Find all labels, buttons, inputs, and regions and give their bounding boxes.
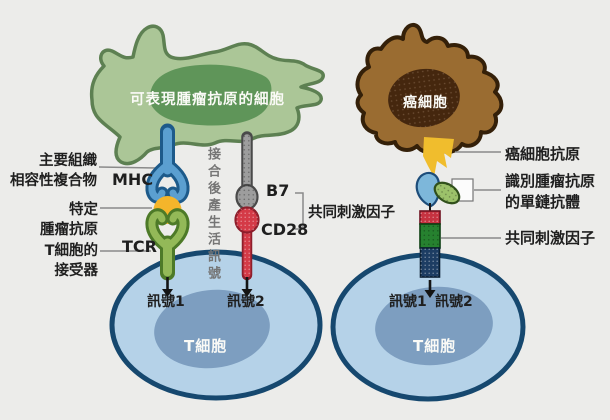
scfv-label-line1: 識別腫瘤抗原 xyxy=(505,172,596,190)
cancer-antigen-label: 癌細胞抗原 xyxy=(505,145,581,163)
cancer-cell-shape xyxy=(355,22,504,177)
car-construct-shape xyxy=(419,210,441,278)
scfv-antibody-shape xyxy=(415,171,461,212)
tumor-antigen-line1: 特定 xyxy=(69,202,98,218)
cancer-antigen-shape xyxy=(423,137,454,177)
costimulatory-right-label: 共同刺激因子 xyxy=(505,229,596,247)
tcr-abbr-label: TCR xyxy=(122,237,157,256)
costimulatory-mid-label: 共同刺激因子 xyxy=(308,205,395,221)
apc-nucleus-shape xyxy=(149,64,272,126)
costim-bracket xyxy=(295,192,304,230)
scfv-label-line2: 的單鏈抗體 xyxy=(505,193,581,211)
signal2-right-label: 訊號2 xyxy=(435,294,473,310)
scfv-label: 識別腫瘤抗原 的單鏈抗體 xyxy=(505,171,595,213)
signal-right-arrow xyxy=(424,280,436,298)
cd28-label: CD28 xyxy=(261,220,309,239)
signal1-left-arrow xyxy=(162,277,173,297)
tumor-antigen-line2: 腫瘤抗原 xyxy=(40,222,98,238)
tcell-right-shape xyxy=(330,252,526,402)
tcell-left-label: T細胞 xyxy=(184,337,228,355)
binding-note-vertical-label: 接合後產生活訊號 xyxy=(205,147,220,283)
mhc-name-label: 主要組織 相容性複合物 xyxy=(0,151,97,191)
mhc-name-line1: 主要組織 xyxy=(39,153,97,169)
signal1-left-label: 訊號1 xyxy=(147,294,185,310)
tcr-name-label: T細胞的 接受器 xyxy=(0,241,98,281)
apc-cell-label: 可表現腫瘤抗原的細胞 xyxy=(130,92,285,108)
tcell-right-nucleus xyxy=(375,286,493,366)
tcell-left-shape xyxy=(109,249,323,401)
callout-lines xyxy=(98,151,501,252)
tcr-name-line1: T細胞的 xyxy=(44,243,98,259)
signal1-right-label: 訊號1 xyxy=(389,294,427,310)
mhc-abbr-label: MHC xyxy=(112,170,154,189)
b7-receptor-shape xyxy=(235,131,259,211)
mhc-receptor-shape xyxy=(145,123,190,204)
cancer-cell-label: 癌細胞 xyxy=(403,95,448,111)
b7-label: B7 xyxy=(266,181,290,200)
signal2-left-label: 訊號2 xyxy=(227,294,265,310)
cd28-receptor-shape xyxy=(234,206,260,281)
tcr-name-line2: 接受器 xyxy=(54,263,99,279)
tcell-left-nucleus xyxy=(154,289,270,369)
mhc-callout-line xyxy=(98,166,157,169)
tcell-right-label: T細胞 xyxy=(413,337,457,355)
mhc-name-line2: 相容性複合物 xyxy=(10,173,97,189)
tumor-antigen-label: 特定 腫瘤抗原 xyxy=(0,200,98,240)
antigen-presenting-cell-shape xyxy=(89,24,325,166)
signal2-left-arrow xyxy=(241,277,253,297)
tcr-receptor-shape xyxy=(145,208,190,281)
